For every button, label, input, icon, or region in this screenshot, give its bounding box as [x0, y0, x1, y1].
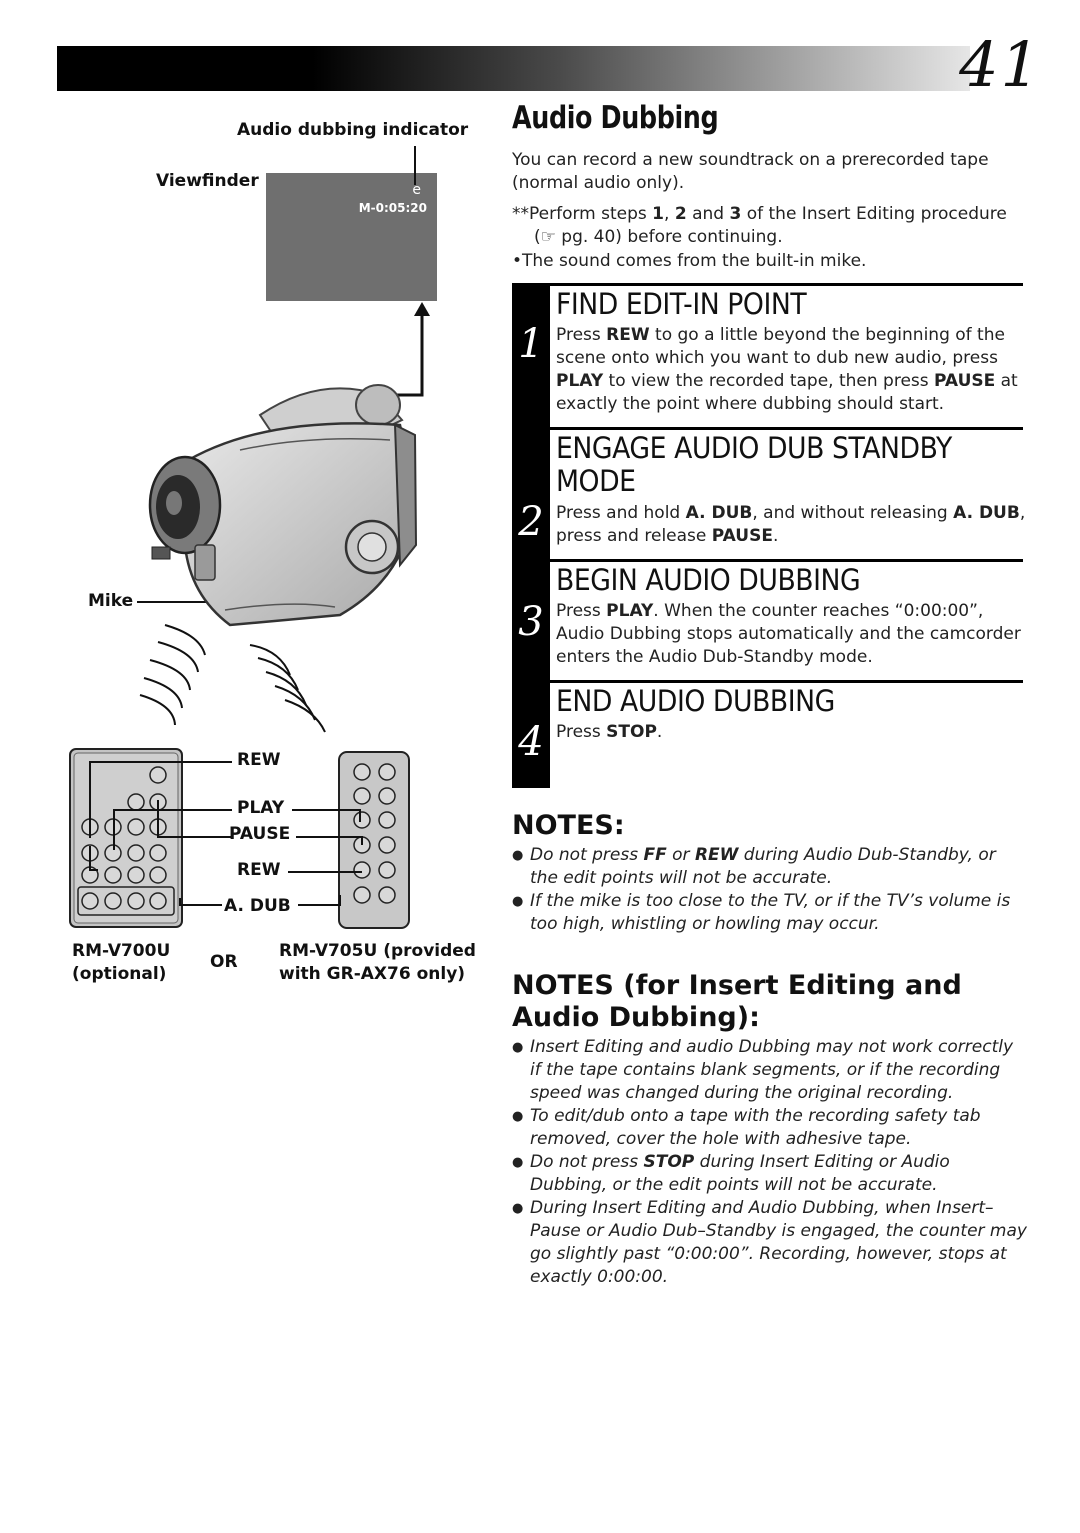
remote-right-note: with GR-AX76 only) — [279, 964, 466, 984]
step-4-number: 4 — [518, 719, 544, 765]
step-2-number: 2 — [518, 499, 544, 545]
steps-sidebar — [512, 283, 550, 788]
step-1-number: 1 — [518, 321, 544, 367]
remote-right-model: RM-V705U (provided — [279, 941, 476, 961]
remote-label-rew: REW — [237, 750, 281, 770]
note-item: Insert Editing and audio Dubbing may not… — [512, 1036, 1027, 1105]
mike-label: Mike — [88, 591, 134, 611]
step-3-number: 3 — [518, 599, 544, 645]
tape-counter: M-0:05:20 — [358, 201, 427, 215]
note-item: To edit/dub onto a tape with the recordi… — [512, 1105, 1027, 1151]
note-item: Do not press STOP during Insert Editing … — [512, 1151, 1027, 1197]
step-3-rule — [550, 559, 1023, 562]
note-item: Do not press FF or REW during Audio Dub-… — [512, 844, 1027, 890]
note-item: If the mike is too close to the TV, or i… — [512, 890, 1027, 936]
audio-dub-indicator: e — [412, 182, 421, 198]
page-number: 41 — [959, 28, 1042, 101]
remote-label-play: PLAY — [237, 798, 285, 818]
step-1-title: FIND EDIT-IN POINT — [556, 287, 807, 321]
step-4-text: Press STOP. — [556, 722, 663, 742]
remote-left-model: RM-V700U — [72, 941, 171, 961]
insert-notes-list: Insert Editing and audio Dubbing may not… — [512, 1036, 1027, 1289]
intro-text: You can record a new soundtrack on a pre… — [512, 150, 989, 193]
remote-label-rew-2: REW — [237, 860, 281, 880]
sound-waves-icon — [139, 624, 326, 733]
section-title: Audio Dubbing — [512, 100, 719, 136]
remote-label-pause: PAUSE — [229, 824, 291, 844]
notes-list: Do not press FF or REW during Audio Dub-… — [512, 844, 1027, 936]
step-1-rule — [550, 283, 1023, 286]
or-label: OR — [210, 952, 238, 972]
note-item: During Insert Editing and Audio Dubbing,… — [512, 1197, 1027, 1289]
prerequisite-text: **Perform steps 1, 2 and 3 of the Insert… — [512, 204, 1007, 247]
viewfinder-label: Viewfinder — [156, 171, 259, 191]
step-3-title: BEGIN AUDIO DUBBING — [556, 563, 861, 597]
camcorder-illustration — [148, 384, 418, 627]
remote-left-note: (optional) — [72, 964, 167, 984]
viewfinder-screen: e M-0:05:20 — [266, 173, 437, 301]
remote-rm-v700u — [69, 748, 183, 928]
remote-label-a-dub: A. DUB — [224, 896, 291, 916]
audio-indicator-label: Audio dubbing indicator — [237, 120, 469, 140]
step-3-text: Press PLAY. When the counter reaches “0:… — [556, 601, 1021, 667]
step-4-title: END AUDIO DUBBING — [556, 684, 835, 718]
remote-rm-v705u — [338, 751, 410, 929]
step-2-rule — [550, 427, 1023, 430]
step-4-rule — [550, 680, 1023, 683]
notes-heading: NOTES: — [512, 810, 625, 841]
header-bar — [57, 46, 970, 91]
sound-bullet: •The sound comes from the built-in mike. — [512, 251, 867, 271]
step-2-text: Press and hold A. DUB, and without relea… — [556, 503, 1026, 546]
step-1-text: Press REW to go a little beyond the begi… — [556, 325, 1018, 414]
